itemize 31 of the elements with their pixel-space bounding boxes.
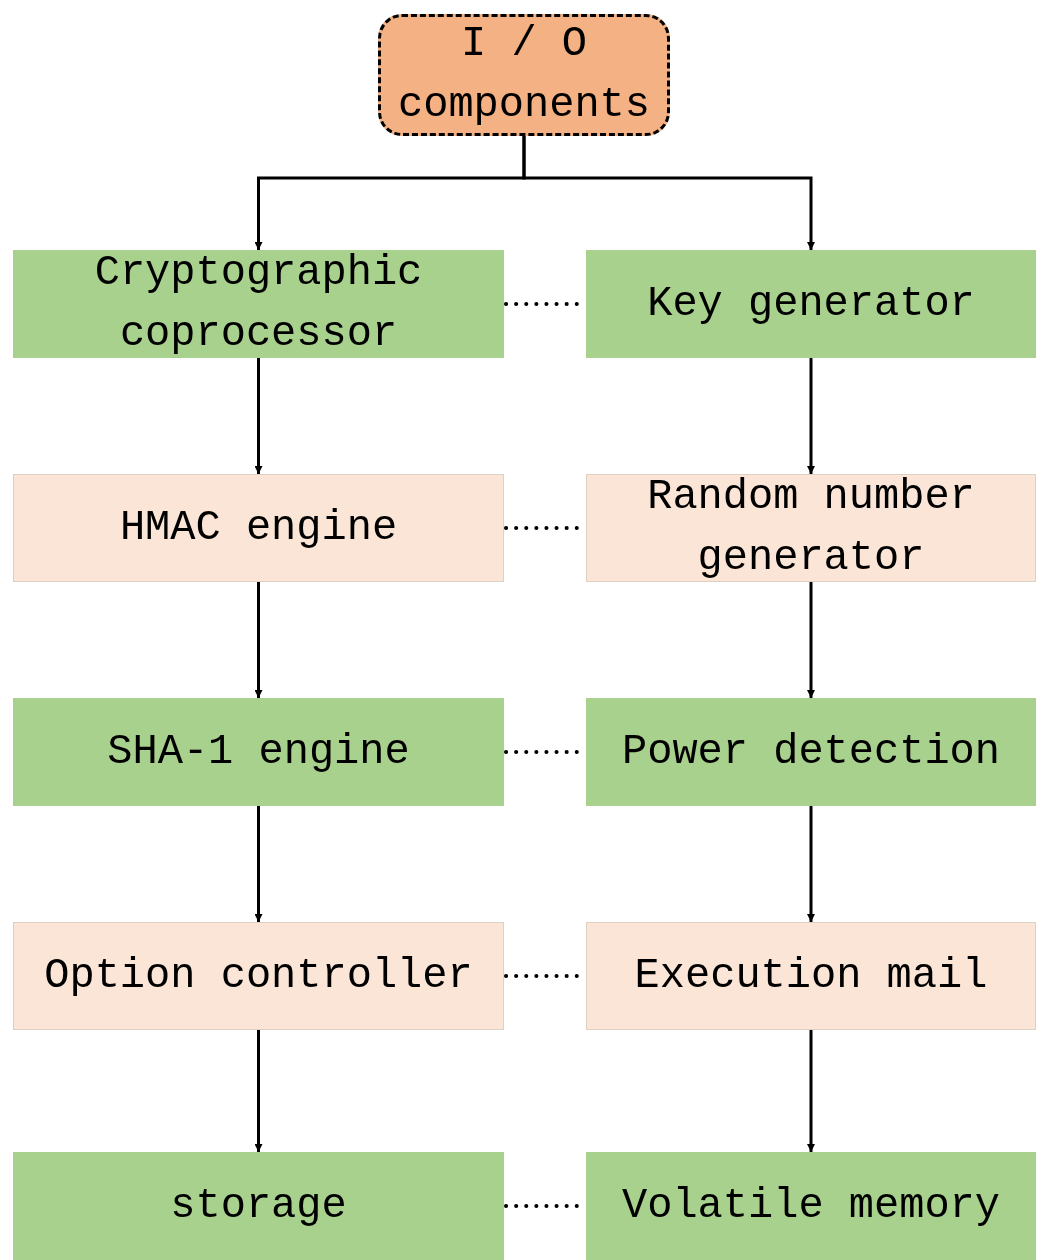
process-box [13,698,504,806]
box-label: Cryptographic coprocessor [93,248,424,360]
process-box [13,474,504,582]
box-label: SHA-1 engine [107,726,410,778]
process-box [586,922,1036,1030]
box-label: Power detection [621,726,1001,778]
arrow [807,582,815,698]
arrow [254,582,263,698]
process-box [586,1152,1036,1260]
process-box [586,250,1036,358]
arrow [807,1030,815,1152]
box-label: HMAC engine [119,502,398,554]
terminal-box [378,14,670,136]
arrow [522,136,815,250]
box-label: Option controller [44,950,473,1002]
box-label: Execution mail [634,950,988,1002]
arrow [254,358,263,474]
process-box [13,1152,504,1260]
process-box [586,474,1036,582]
box-label: Volatile memory [621,1180,1001,1232]
arrow [807,806,815,922]
arrow [254,1030,263,1152]
box-label: Random number generator [646,472,976,584]
arrow [807,358,815,474]
process-box [13,922,504,1030]
box-label: storage [170,1180,347,1232]
arrow [254,806,263,922]
box-label: Key generator [647,278,975,330]
process-box [586,698,1036,806]
process-box [13,250,504,358]
box-label: I / O components [396,19,651,131]
